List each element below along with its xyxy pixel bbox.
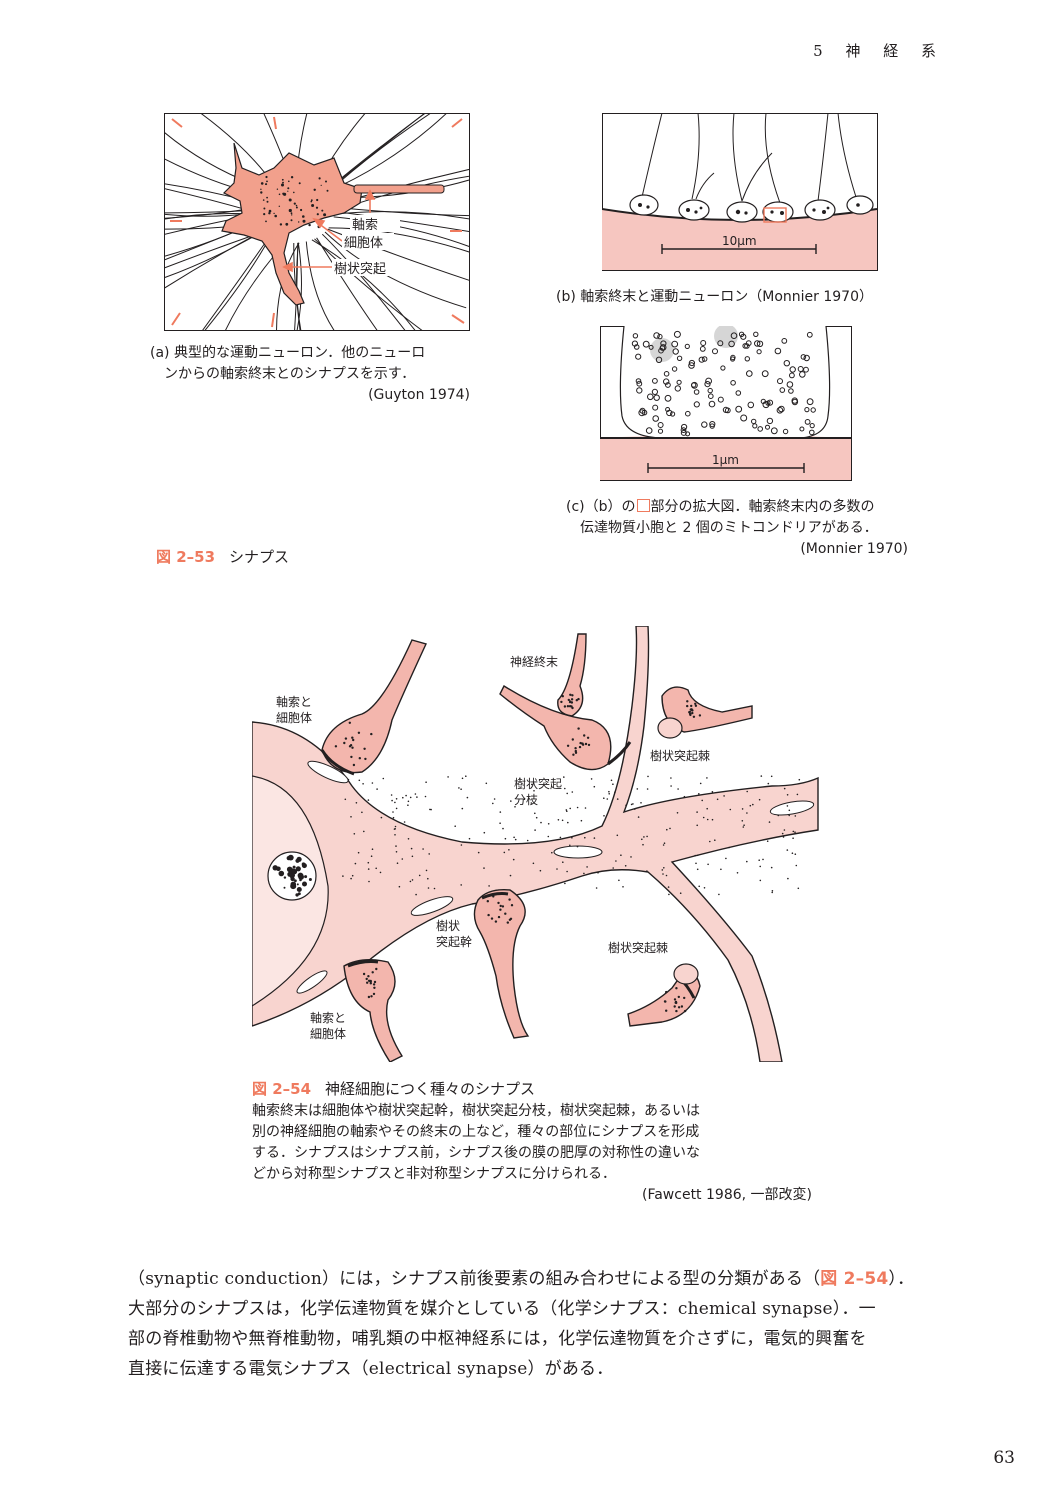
figure-2-53a-caption: (a) 典型的な運動ニューロン．他のニューロ ンからの軸索終末とのシナプスを示す… bbox=[150, 345, 470, 403]
svg-text:突起幹: 突起幹 bbox=[436, 934, 472, 949]
figure-2-54-caption-line: 別の神経細胞の軸索やその終末の上など，種々の部位にシナプスを形成 bbox=[252, 1124, 700, 1140]
figure-2-53b-caption: (b) 軸索終末と運動ニューロン（Monnier 1970） bbox=[556, 289, 873, 305]
body-paragraph: （synaptic conduction）には，シナプス前後要素の組み合わせによ… bbox=[128, 1264, 948, 1384]
label-axosomatic-top: 軸索と bbox=[276, 695, 312, 709]
page-number: 63 bbox=[993, 1448, 1015, 1468]
label-spine-bottom: 樹状突起棘 bbox=[608, 940, 668, 955]
scale-bar-10um: 10μm bbox=[722, 234, 757, 248]
label-dendrite: 樹状突起 bbox=[334, 261, 386, 277]
figure-2-53c-caption: (c)（b）の部分の拡大図．軸索終末内の多数の 伝達物質小胞と 2 個のミトコン… bbox=[566, 499, 908, 557]
label-axon: 軸索 bbox=[352, 218, 378, 233]
figure-2-54-illustration: 軸索と 細胞体 神経終末 樹状突起棘 樹状突起 分枝 樹状 突起幹 樹状突起棘 … bbox=[252, 626, 819, 1062]
neuron-cell-body bbox=[221, 142, 363, 306]
figure-2-54-caption-line: 軸索終末は細胞体や樹状突起幹，樹状突起分枝，樹状突起棘，あるいは bbox=[252, 1103, 700, 1119]
figure-2-53a-illustration: 軸索 細胞体 樹状突起 bbox=[164, 113, 470, 331]
body-line: 直接に伝達する電気シナプス（electrical synapse）がある． bbox=[128, 1359, 614, 1379]
label-spine-top: 樹状突起棘 bbox=[650, 748, 710, 763]
body-line: 大部分のシナプスは，化学伝達物質を媒介としている（化学シナプス：chemical… bbox=[128, 1299, 876, 1319]
figure-reference-link[interactable]: 図 2–54 bbox=[820, 1269, 889, 1289]
label-axosomatic-bottom: 軸索と bbox=[310, 1011, 346, 1025]
running-header: 5 神 経 系 bbox=[813, 42, 945, 60]
figure-2-54-caption-line: する．シナプスはシナプス前，シナプス後の膜の肥厚の対称性の違いな bbox=[252, 1145, 700, 1161]
svg-text:分枝: 分枝 bbox=[514, 792, 538, 807]
figure-2-54-caption-line: どから対称型シナプスと非対称型シナプスに分けられる． bbox=[252, 1166, 616, 1182]
body-line: （synaptic conduction）には，シナプス前後要素の組み合わせによ… bbox=[128, 1269, 915, 1289]
label-nerve-terminal: 神経終末 bbox=[510, 654, 558, 669]
svg-text:細胞体: 細胞体 bbox=[276, 711, 312, 725]
svg-text:細胞体: 細胞体 bbox=[310, 1027, 346, 1041]
label-dendrite-branch: 樹状突起 bbox=[514, 776, 562, 791]
body-line: 部の脊椎動物や無脊椎動物，哺乳類の中枢神経系には，化学伝達物質を介さずに，電気的… bbox=[128, 1329, 867, 1349]
figure-2-53c-illustration: 1μm bbox=[600, 326, 852, 481]
red-box-icon bbox=[636, 499, 650, 512]
figure-2-53b-illustration: 10μm bbox=[602, 113, 878, 271]
label-dendrite-trunk: 樹状 bbox=[436, 919, 460, 933]
label-cell-body: 細胞体 bbox=[344, 236, 383, 251]
scale-bar-1um: 1μm bbox=[712, 453, 739, 467]
